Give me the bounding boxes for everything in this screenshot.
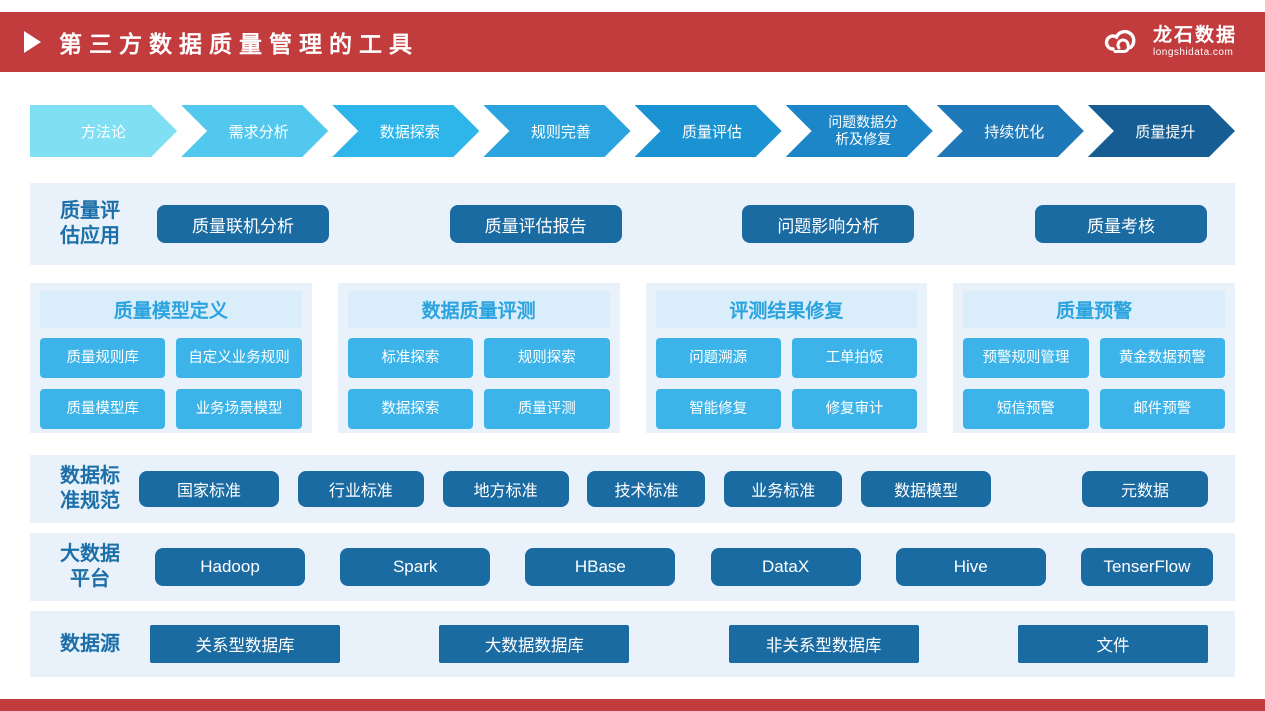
row-buttons: 国家标准 行业标准 地方标准 技术标准 业务标准 数据模型 元数据 bbox=[125, 471, 1235, 507]
row-buttons: Hadoop Spark HBase DataX Hive TenserFlow bbox=[125, 548, 1235, 586]
platform-box-tenserflow: TenserFlow bbox=[1080, 548, 1213, 586]
flow-step-quality-assessment: 质量评估 bbox=[635, 105, 782, 157]
module-box: 数据探索 bbox=[347, 389, 474, 429]
standard-box-data-model: 数据模型 bbox=[861, 471, 992, 507]
source-box-files: 文件 bbox=[1017, 625, 1208, 663]
column-grid: 问题溯源 工单拍饭 智能修复 修复审计 bbox=[655, 338, 918, 429]
flow-step-requirement-analysis: 需求分析 bbox=[181, 105, 328, 157]
footer-bar bbox=[0, 699, 1265, 711]
platform-box-spark: Spark bbox=[340, 548, 491, 586]
module-box: 质量规则库 bbox=[40, 338, 166, 378]
row-label: 质量评估应用 bbox=[60, 200, 120, 247]
logo-name: 龙石数据 bbox=[1152, 25, 1237, 46]
module-box: 邮件预警 bbox=[1099, 389, 1225, 429]
source-box-bigdata-db: 大数据数据库 bbox=[439, 625, 630, 663]
quality-assessment-apps-row: 质量评估应用 质量联机分析 质量评估报告 问题影响分析 质量考核 bbox=[30, 183, 1235, 265]
play-triangle-icon bbox=[24, 31, 41, 53]
platform-box-hive: Hive bbox=[895, 548, 1046, 586]
logo-text: 龙石数据 longshidata.com bbox=[1153, 26, 1237, 58]
column-grid: 质量规则库 自定义业务规则 质量模型库 业务场景模型 bbox=[40, 338, 302, 429]
source-box-relational-db: 关系型数据库 bbox=[150, 625, 340, 663]
platform-box-datax: DataX bbox=[710, 548, 861, 586]
flow-step-label: 方法论 bbox=[81, 123, 127, 141]
module-box: 黄金数据预警 bbox=[1099, 338, 1225, 378]
column-quality-model-definition: 质量模型定义 质量规则库 自定义业务规则 质量模型库 业务场景模型 bbox=[30, 283, 312, 433]
module-box: 自定义业务规则 bbox=[176, 338, 302, 378]
flow-step-label: 规则完善 bbox=[530, 123, 591, 141]
flow-step-label: 质量评估 bbox=[682, 123, 743, 141]
module-columns: 质量模型定义 质量规则库 自定义业务规则 质量模型库 业务场景模型 数据质量评测… bbox=[30, 283, 1235, 433]
page-title: 第三方数据质量管理的工具 bbox=[59, 31, 419, 57]
module-box: 标准探索 bbox=[347, 338, 474, 378]
column-title: 数据质量评测 bbox=[347, 291, 610, 328]
app-box-impact-analysis: 问题影响分析 bbox=[742, 205, 915, 243]
flow-step-label: 质量提升 bbox=[1135, 123, 1196, 141]
cloud-logo-icon bbox=[1104, 29, 1136, 53]
module-box: 质量评测 bbox=[484, 389, 610, 429]
flow-step-label: 数据探索 bbox=[379, 123, 440, 141]
module-box: 工单拍饭 bbox=[791, 338, 918, 378]
module-box: 业务场景模型 bbox=[176, 389, 302, 429]
logo: 龙石数据 longshidata.com bbox=[1103, 26, 1237, 58]
flow-step-rule-refinement: 规则完善 bbox=[483, 105, 630, 157]
flow-step-methodology: 方法论 bbox=[30, 105, 177, 157]
big-data-platform-row: 大数据平台 Hadoop Spark HBase DataX Hive Tens… bbox=[30, 533, 1235, 601]
standard-box-metadata: 元数据 bbox=[1081, 471, 1208, 507]
data-standards-row: 数据标准规范 国家标准 行业标准 地方标准 技术标准 业务标准 数据模型 元数据 bbox=[30, 455, 1235, 523]
slide-content: 方法论 需求分析 数据探索 规则完善 质量评估 问题数据分析及修复 持续优化 质… bbox=[0, 105, 1265, 677]
column-quality-alerts: 质量预警 预警规则管理 黄金数据预警 短信预警 邮件预警 bbox=[953, 283, 1235, 433]
module-box: 预警规则管理 bbox=[963, 338, 1089, 378]
flow-step-label: 需求分析 bbox=[228, 123, 289, 141]
flow-step-label: 持续优化 bbox=[984, 123, 1045, 141]
app-box-assessment-report: 质量评估报告 bbox=[449, 205, 622, 243]
process-flow: 方法论 需求分析 数据探索 规则完善 质量评估 问题数据分析及修复 持续优化 质… bbox=[30, 105, 1235, 157]
header-bar: 第三方数据质量管理的工具 龙石数据 longshidata.com bbox=[0, 12, 1265, 72]
column-title: 质量预警 bbox=[963, 291, 1225, 328]
standard-box-technical: 技术标准 bbox=[587, 471, 706, 507]
source-box-nonrelational-db: 非关系型数据库 bbox=[728, 625, 919, 663]
module-box: 智能修复 bbox=[655, 389, 781, 429]
standard-box-business: 业务标准 bbox=[724, 471, 843, 507]
module-box: 质量模型库 bbox=[40, 389, 166, 429]
column-title: 评测结果修复 bbox=[655, 291, 918, 328]
platform-box-hbase: HBase bbox=[525, 548, 676, 586]
flow-step-data-exploration: 数据探索 bbox=[332, 105, 479, 157]
module-box: 规则探索 bbox=[484, 338, 610, 378]
flow-step-problem-data-fix: 问题数据分析及修复 bbox=[786, 105, 933, 157]
standard-box-industry: 行业标准 bbox=[297, 471, 424, 507]
row-buttons: 质量联机分析 质量评估报告 问题影响分析 质量考核 bbox=[125, 205, 1235, 243]
standard-box-national: 国家标准 bbox=[139, 471, 279, 507]
row-label: 数据标准规范 bbox=[60, 465, 120, 512]
column-data-quality-evaluation: 数据质量评测 标准探索 规则探索 数据探索 质量评测 bbox=[337, 283, 620, 433]
column-evaluation-result-repair: 评测结果修复 问题溯源 工单拍饭 智能修复 修复审计 bbox=[645, 283, 928, 433]
row-label: 大数据平台 bbox=[60, 543, 120, 590]
flow-step-continuous-optimization: 持续优化 bbox=[937, 105, 1084, 157]
column-grid: 标准探索 规则探索 数据探索 质量评测 bbox=[347, 338, 610, 429]
app-box-quality-check: 质量考核 bbox=[1034, 205, 1207, 243]
column-grid: 预警规则管理 黄金数据预警 短信预警 邮件预警 bbox=[963, 338, 1225, 429]
top-margin-strip bbox=[0, 0, 1265, 12]
standard-box-local: 地方标准 bbox=[442, 471, 569, 507]
module-box: 短信预警 bbox=[963, 389, 1089, 429]
row-buttons: 关系型数据库 大数据数据库 非关系型数据库 文件 bbox=[125, 625, 1235, 663]
column-title: 质量模型定义 bbox=[40, 291, 302, 328]
module-box: 修复审计 bbox=[791, 389, 918, 429]
platform-box-hadoop: Hadoop bbox=[155, 548, 305, 586]
app-box-online-analysis: 质量联机分析 bbox=[157, 205, 329, 243]
flow-step-label: 问题数据分析及修复 bbox=[828, 114, 899, 147]
module-box: 问题溯源 bbox=[655, 338, 781, 378]
row-label: 数据源 bbox=[60, 632, 120, 655]
logo-domain: longshidata.com bbox=[1152, 47, 1234, 58]
data-sources-row: 数据源 关系型数据库 大数据数据库 非关系型数据库 文件 bbox=[30, 611, 1235, 677]
flow-step-quality-improvement: 质量提升 bbox=[1088, 105, 1235, 157]
